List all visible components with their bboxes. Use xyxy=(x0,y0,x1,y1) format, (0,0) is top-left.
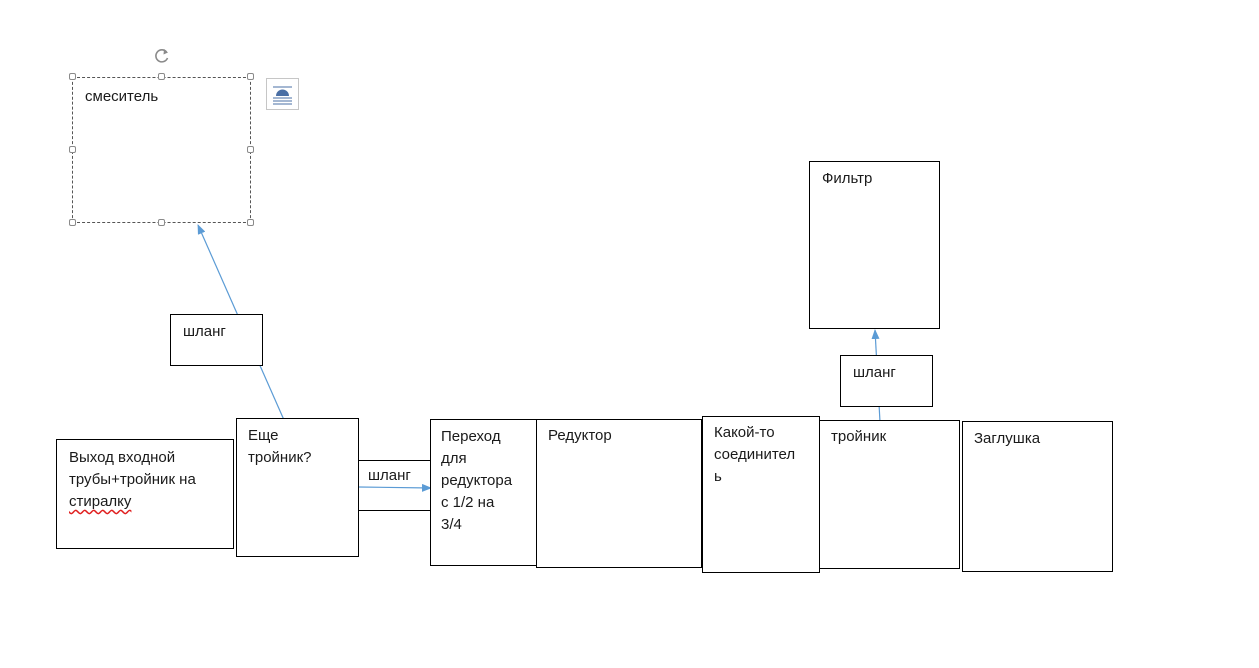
resize-handle-bottom-left[interactable] xyxy=(69,219,76,226)
resize-handle-left[interactable] xyxy=(69,146,76,153)
hose-label-left: шланг xyxy=(183,323,226,340)
hose-label-right: шланг xyxy=(853,364,896,381)
mixer-label: смеситель xyxy=(85,88,159,105)
tee-label: тройник xyxy=(831,428,887,445)
outlet-text-line3: стиралку xyxy=(69,493,132,510)
layout-options-icon xyxy=(273,86,292,105)
tee-box[interactable]: тройник xyxy=(819,420,960,569)
adapter-line2: для xyxy=(441,450,467,467)
extra-tee-box[interactable]: Еще тройник? xyxy=(236,418,359,557)
filter-box[interactable]: Фильтр xyxy=(809,161,940,329)
hose-label-middle[interactable]: шланг xyxy=(368,467,411,484)
adapter-box[interactable]: Переход для редуктора с 1/2 на 3/4 xyxy=(430,419,538,566)
resize-handle-top-right[interactable] xyxy=(247,73,254,80)
adapter-line3: редуктора xyxy=(441,472,513,489)
mixer-box[interactable]: смеситель xyxy=(72,77,251,223)
resize-handle-bottom-right[interactable] xyxy=(247,219,254,226)
outlet-box[interactable]: Выход входной трубы+тройник на стиралку xyxy=(56,439,234,549)
adapter-line4: с 1/2 на xyxy=(441,494,495,511)
hose-middle-top-line xyxy=(359,460,431,461)
reducer-label: Редуктор xyxy=(548,427,612,444)
extra-tee-line1: Еще xyxy=(248,427,279,444)
adapter-line5: 3/4 xyxy=(441,516,462,533)
outlet-text-line1: Выход входной xyxy=(69,449,176,466)
resize-handle-top[interactable] xyxy=(158,73,165,80)
layout-options-button[interactable] xyxy=(266,78,299,110)
connector-line2: соединител xyxy=(714,446,796,463)
adapter-line1: Переход xyxy=(441,428,501,445)
plug-box[interactable]: Заглушка xyxy=(962,421,1113,572)
resize-handle-right[interactable] xyxy=(247,146,254,153)
hose-box-right[interactable]: шланг xyxy=(840,355,933,407)
connector-line3: ь xyxy=(714,468,722,485)
filter-label: Фильтр xyxy=(822,170,873,187)
connector-box[interactable]: Какой-то соединител ь xyxy=(702,416,820,573)
rotate-handle-icon[interactable] xyxy=(152,46,172,66)
reducer-box[interactable]: Редуктор xyxy=(536,419,702,568)
plug-label: Заглушка xyxy=(974,430,1041,447)
connector-line1: Какой-то xyxy=(714,424,775,441)
arrow-hose-to-adapter[interactable] xyxy=(358,483,432,492)
hose-middle-bottom-line xyxy=(359,510,431,511)
resize-handle-top-left[interactable] xyxy=(69,73,76,80)
outlet-text-line2: трубы+тройник на xyxy=(69,471,196,488)
hose-box-left[interactable]: шланг xyxy=(170,314,263,366)
extra-tee-line2: тройник? xyxy=(248,449,312,466)
resize-handle-bottom[interactable] xyxy=(158,219,165,226)
